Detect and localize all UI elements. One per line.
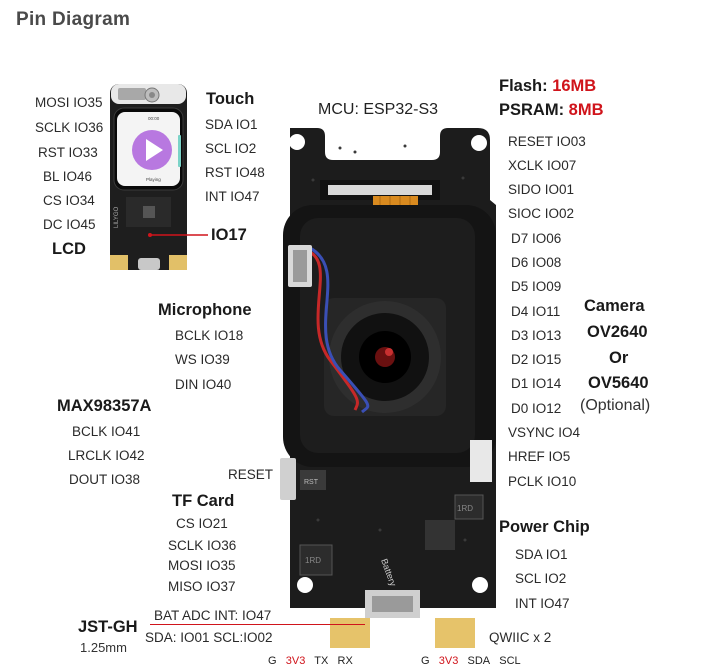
cam-pin-d0: D0 IO12 [511,401,562,416]
cam-pin-pclk: PCLK IO10 [508,474,577,489]
flash-value: 16MB [552,77,597,95]
cam-pin-d5: D5 IO09 [511,279,562,294]
tf-pin-miso: MISO IO37 [168,579,236,594]
power-heading: Power Chip [499,518,590,536]
qwiic-pin-3v3: 3V3 [438,655,459,667]
cam-pin-d2: D2 IO15 [511,352,562,367]
mcu-label: MCU: ESP32-S3 [318,101,439,118]
mic-pin-din: DIN IO40 [175,377,232,392]
qwiic-pin-sda: SDA [467,655,491,667]
mic-pin-ws: WS IO39 [175,352,230,367]
cam-pin-d4: D4 IO11 [511,304,561,319]
main-board: RST 1RD 1RD Battery [280,128,496,648]
bat-adc-label: BAT ADC INT: IO47 [154,608,272,623]
jst-pin-3v3: 3V3 [285,655,306,667]
touch-heading: Touch [206,90,255,108]
lcd-pin-rst: RST IO33 [38,145,98,160]
io17-label: IO17 [211,226,247,244]
amp-pin-dout: DOUT IO38 [69,472,141,487]
camera-heading-3: Or [609,349,629,367]
cam-pin-xclk: XCLK IO07 [508,158,577,173]
camera-heading-2: OV2640 [587,323,648,341]
jst-heading: JST-GH [78,618,138,636]
lcd-heading: LCD [52,240,86,258]
psram-value: 8MB [568,101,604,119]
cam-pin-d3: D3 IO13 [511,328,562,343]
qwiic-pin-g: G [421,655,430,667]
touch-pin-int: INT IO47 [205,189,260,204]
reset-label: RESET [228,467,274,482]
qwiic-label: QWIIC x 2 [489,630,552,645]
cam-pin-d1: D1 IO14 [511,376,562,391]
camera-heading-4: OV5640 [588,374,649,392]
lcd-pin-sclk: SCLK IO36 [35,120,104,135]
lcd-pin-mosi: MOSI IO35 [35,95,103,110]
tf-pin-sclk: SCLK IO36 [168,538,237,553]
lilygo-mark: LILYGO [114,206,120,228]
tf-pin-cs: CS IO21 [176,516,228,531]
touch-pin-rst: RST IO48 [205,165,265,180]
touch-pin-scl: SCL IO2 [205,141,257,156]
power-pin-sda: SDA IO1 [515,547,568,562]
tf-heading: TF Card [172,492,235,510]
amp-pin-bclk: BCLK IO41 [72,424,141,439]
page-title: Pin Diagram [16,9,131,30]
jst-bottom-pins: G 3V3 TX RX [268,655,353,667]
cam-pin-reset: RESET IO03 [508,134,586,149]
touch-pin-sda: SDA IO1 [205,117,258,132]
screen-status: Playing [146,177,161,182]
jst-pin-rx: RX [337,655,353,667]
jst-i2c-pins: SDA: IO01 SCL:IO02 [145,630,273,645]
jst-divider [150,624,365,625]
jst-pin-g: G [268,655,277,667]
lcd-pin-dc: DC IO45 [43,217,96,232]
cam-pin-sido: SIDO IO01 [508,182,575,197]
cam-pin-d7: D7 IO06 [511,231,562,246]
r2-mark: 1RD [305,556,321,565]
jst-size: 1.25mm [80,640,127,655]
jst-pin-tx: TX [314,655,329,667]
camera-optional: (Optional) [580,397,651,414]
cam-pin-sioc: SIOC IO02 [508,206,575,221]
microphone-heading: Microphone [158,301,252,319]
psram-label: PSRAM: 8MB [499,101,604,120]
power-pin-int: INT IO47 [515,596,570,611]
psram-key: PSRAM: [499,101,569,119]
flash-key: Flash: [499,77,553,95]
qwiic-bottom-pins: G 3V3 SDA SCL [421,655,521,667]
cam-pin-href: HREF IO5 [508,449,571,464]
rst-mark: RST [304,479,319,486]
r1-mark: 1RD [457,504,473,513]
camera-heading-1: Camera [584,297,645,315]
amp-heading: MAX98357A [57,397,152,415]
lcd-pin-bl: BL IO46 [43,169,93,184]
mic-pin-bclk: BCLK IO18 [175,328,244,343]
flash-label: Flash: 16MB [499,77,596,96]
lcd-module: 00:00 Playing LILYGO [110,84,208,270]
power-pin-scl: SCL IO2 [515,571,567,586]
lcd-pin-cs: CS IO34 [43,193,95,208]
qwiic-pin-scl: SCL [499,655,521,667]
cam-pin-vsync: VSYNC IO4 [508,425,581,440]
cam-pin-d6: D6 IO08 [511,255,562,270]
tf-pin-mosi: MOSI IO35 [168,558,236,573]
screen-time: 00:00 [148,116,160,121]
amp-pin-lrclk: LRCLK IO42 [68,448,145,463]
